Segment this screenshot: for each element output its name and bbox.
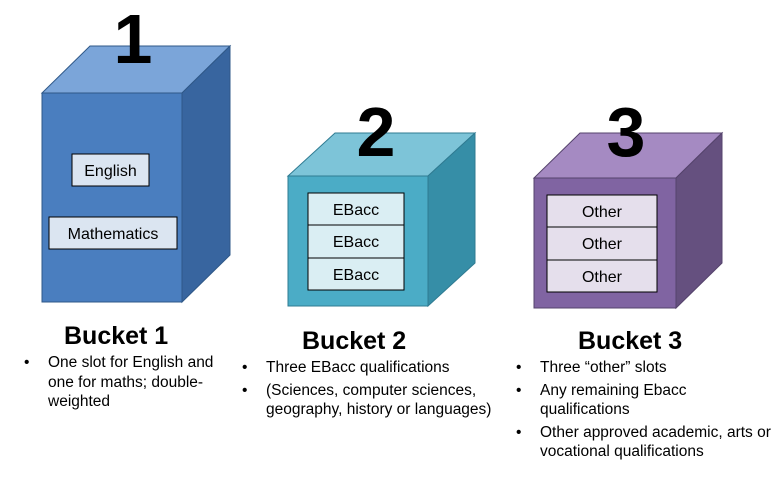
bucket-2-slot-1 <box>307 192 405 226</box>
bucket-3-slot-2-label: Other <box>582 236 623 253</box>
bucket-3-number: 3 <box>607 93 646 171</box>
bucket-1-cube: English Mathematics 1 <box>40 0 232 304</box>
bucket-1-number: 1 <box>114 0 153 78</box>
bucket-3-bullets: Three “other” slots Any remaining Ebacc … <box>516 358 776 465</box>
bucket-1-bullet-1: One slot for English and one for maths; … <box>24 353 224 412</box>
bucket-1-slot-1 <box>71 153 150 187</box>
bucket-2-slot-3 <box>307 257 405 291</box>
bucket-3-slot-1 <box>546 194 658 228</box>
bucket-3-slot-1-label: Other <box>582 204 623 221</box>
bucket-2-title: Bucket 2 <box>302 327 407 355</box>
bucket-2-number: 2 <box>357 93 396 171</box>
bucket-1-title: Bucket 1 <box>64 322 169 350</box>
bucket-1-slot-1-label: English <box>84 163 136 180</box>
bucket-2-slot-3-label: EBacc <box>333 267 379 284</box>
bucket-3-slot-3-label: Other <box>582 269 623 286</box>
bucket-2-bullets: Three EBacc qualifications (Sciences, co… <box>242 358 497 423</box>
bucket-1-slot-2-label: Mathematics <box>68 226 159 243</box>
bucket-3-title: Bucket 3 <box>578 327 683 355</box>
bucket-2-slot-1-label: EBacc <box>333 202 379 219</box>
bucket-3-bullet-2: Any remaining Ebacc qualifications <box>516 381 776 420</box>
bucket-1-bullets: One slot for English and one for maths; … <box>24 353 224 415</box>
bucket-3-bullet-3: Other approved academic, arts or vocatio… <box>516 423 776 462</box>
bucket-3-cube: Other Other Other 3 <box>532 93 724 310</box>
bucket-1-cube-front <box>41 92 183 303</box>
bucket-3-slot-3 <box>546 259 658 293</box>
bucket-2-bullet-1: Three EBacc qualifications <box>242 358 497 378</box>
bucket-2-cube: EBacc EBacc EBacc 2 <box>286 93 477 308</box>
bucket-3-bullet-1: Three “other” slots <box>516 358 776 378</box>
bucket-2-bullet-2: (Sciences, computer sciences, geography,… <box>242 381 497 420</box>
bucket-3-slot-2 <box>546 226 658 261</box>
bucket-2-slot-2-label: EBacc <box>333 234 379 251</box>
bucket-1-slot-2 <box>48 216 178 250</box>
